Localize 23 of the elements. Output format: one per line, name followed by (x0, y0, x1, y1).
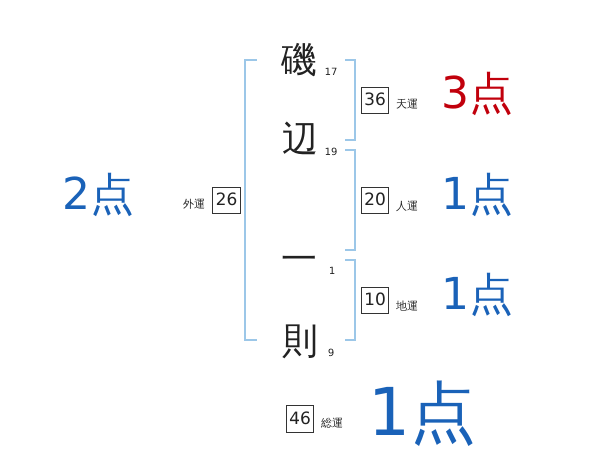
stroke-count: 9 (328, 349, 334, 359)
fortune-label: 総運 (321, 418, 343, 428)
score-text: 1点 (441, 173, 513, 217)
fortune-label: 地運 (396, 300, 418, 312)
score-text: 2点 (62, 173, 134, 217)
stroke-count: 1 (328, 267, 336, 277)
number-box: 36 (361, 87, 389, 114)
number-box: 10 (361, 287, 389, 314)
number-box: 46 (286, 405, 314, 433)
number-box: 26 (212, 187, 241, 214)
stroke-count: 19 (324, 148, 338, 158)
number-box: 20 (361, 187, 389, 214)
stroke-count: 17 (324, 68, 338, 78)
score-text: 1点 (368, 380, 476, 446)
score-text: 1点 (441, 273, 513, 317)
fortune-label: 天運 (396, 98, 418, 110)
score-text: 3点 (441, 72, 513, 116)
fortune-label: 外運 (183, 198, 205, 210)
name-character: 辺 (282, 122, 318, 158)
name-character: 一 (281, 242, 317, 278)
fortune-label: 人運 (396, 200, 418, 212)
name-character: 磯 (281, 43, 317, 79)
name-character: 則 (282, 324, 318, 360)
